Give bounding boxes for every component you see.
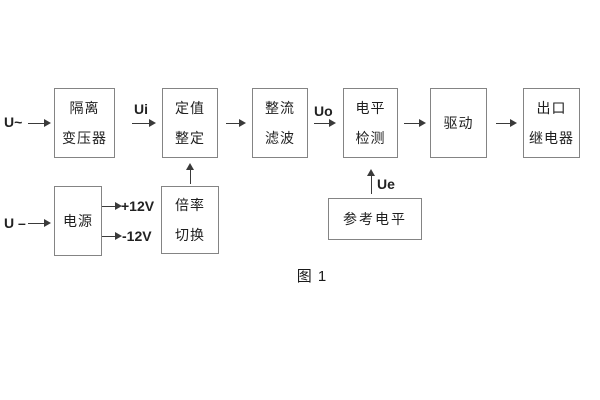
block-label: 驱动 <box>443 114 474 131</box>
arrow-ratio-to-setpoint <box>186 163 195 184</box>
block-label: 整流 <box>265 99 295 116</box>
block-label: 切换 <box>175 226 205 243</box>
block-label: 继电器 <box>529 129 574 146</box>
label-dc-input: U – <box>4 215 26 231</box>
block-label: 变压器 <box>62 129 107 146</box>
block-ratio-switch: 倍率 切换 <box>161 186 219 254</box>
block-label: 参考电平 <box>343 210 407 227</box>
block-label: 滤波 <box>265 129 295 146</box>
figure-caption: 图 1 <box>296 268 328 285</box>
arrow-setpoint-to-rectifier <box>226 119 246 128</box>
block-label: 电源 <box>63 212 93 229</box>
block-label: 电平 <box>355 99 386 116</box>
block-label: 检测 <box>355 129 386 146</box>
block-isolation-transformer: 隔离 变压器 <box>54 88 115 158</box>
arrow-minus-12v <box>102 232 122 241</box>
arrow-reference-to-level <box>367 169 376 194</box>
block-setpoint-adjust: 定值 整定 <box>162 88 218 158</box>
label-plus-12v: +12V <box>121 198 155 214</box>
block-label: 定值 <box>175 99 205 116</box>
arrow-plus-12v <box>102 202 122 211</box>
block-output-relay: 出口 继电器 <box>523 88 580 158</box>
block-power-supply: 电源 <box>54 186 102 256</box>
label-ue: Ue <box>377 176 395 192</box>
block-rectifier-filter: 整流 滤波 <box>252 88 308 158</box>
arrow-ac-input <box>28 119 51 128</box>
label-ui: Ui <box>134 101 148 117</box>
block-label: 整定 <box>175 129 205 146</box>
block-level-detect: 电平 检测 <box>343 88 398 158</box>
label-minus-12v: -12V <box>122 228 152 244</box>
block-label: 倍率 <box>175 196 205 213</box>
arrow-dc-input <box>28 219 51 228</box>
block-label: 隔离 <box>69 99 100 116</box>
label-uo: Uo <box>314 103 333 119</box>
label-ac-input: U~ <box>4 114 23 130</box>
block-label: 出口 <box>536 99 567 116</box>
arrow-ui <box>132 119 156 128</box>
arrow-level-to-driver <box>404 119 426 128</box>
arrow-uo <box>314 119 336 128</box>
arrow-driver-to-relay <box>496 119 517 128</box>
block-reference-level: 参考电平 <box>328 198 422 240</box>
block-driver: 驱动 <box>430 88 487 158</box>
